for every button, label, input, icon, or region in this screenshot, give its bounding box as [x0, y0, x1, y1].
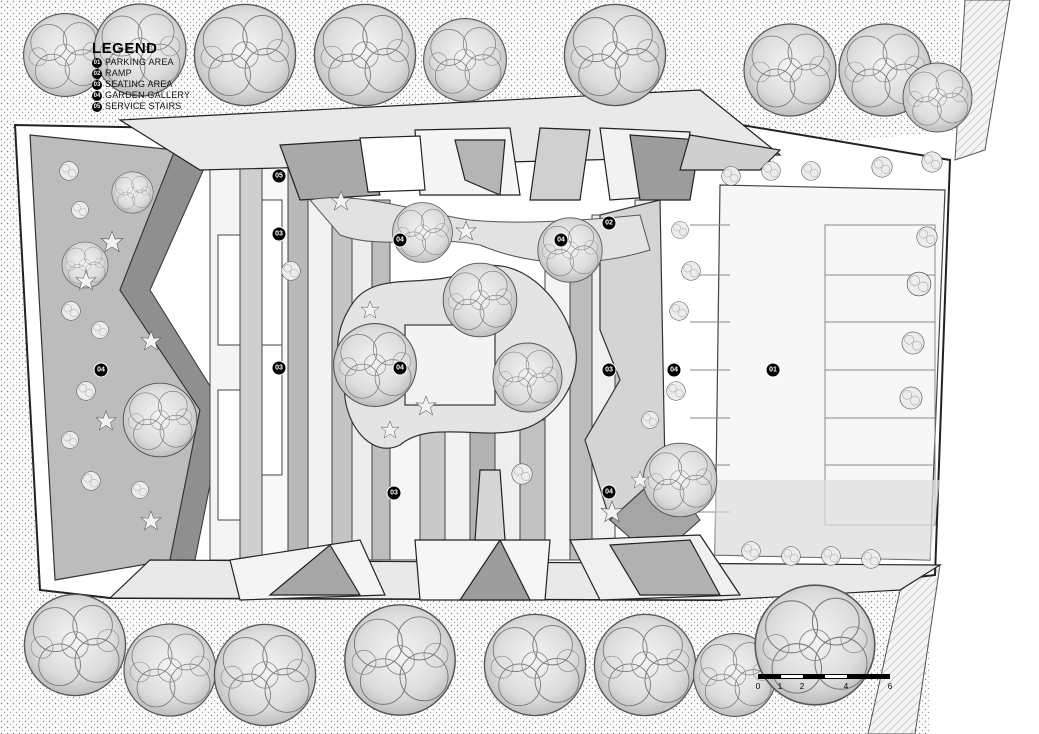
- scale-label: 2: [799, 682, 805, 691]
- north-canopy: [118, 89, 782, 201]
- south-canopy: [108, 469, 943, 601]
- legend-label: SEATING AREA: [105, 79, 173, 89]
- scale-bar-graphic: [758, 674, 890, 679]
- legend-number: 01: [92, 57, 102, 68]
- scale-segment: [759, 675, 781, 678]
- tag-seating-area: 03: [601, 362, 617, 378]
- tag-garden-gallery: 04: [666, 362, 682, 378]
- tag-parking-area: 01: [765, 362, 781, 378]
- legend-item: 03 SEATING AREA: [92, 79, 292, 90]
- legend-item: 05 SERVICE STAIRS: [92, 101, 292, 112]
- scale-label: 4: [843, 682, 849, 691]
- legend-label: GARDEN GALLERY: [105, 90, 191, 100]
- scale-bar: 0 1 2 4 6: [752, 672, 898, 696]
- legend-item: 01 PARKING AREA: [92, 57, 292, 68]
- legend-item: 02 RAMP: [92, 68, 292, 79]
- tag-seating-area: 03: [386, 485, 402, 501]
- legend-title: LEGEND: [92, 40, 158, 57]
- scale-segment: [803, 675, 825, 678]
- legend: LEGEND 01 PARKING AREA 02 RAMP 03 SEATIN…: [92, 40, 292, 112]
- tag-garden-gallery: 04: [93, 362, 109, 378]
- scale-label: 6: [887, 682, 893, 691]
- tag-garden-gallery: 04: [392, 232, 408, 248]
- tag-garden-gallery: 04: [392, 360, 408, 376]
- parking-area: [690, 184, 946, 561]
- scale-label: 0: [755, 682, 761, 691]
- legend-label: RAMP: [105, 68, 132, 78]
- tag-ramp: 02: [601, 215, 617, 231]
- legend-number: 04: [92, 90, 102, 101]
- legend-number: 05: [92, 101, 102, 112]
- scale-label: 1: [777, 682, 783, 691]
- scale-segment: [847, 675, 889, 678]
- legend-number: 02: [92, 68, 102, 79]
- tag-seating-area: 03: [271, 226, 287, 242]
- tag-seating-area: 03: [271, 360, 287, 376]
- legend-label: SERVICE STAIRS: [105, 101, 182, 111]
- legend-item: 04 GARDEN GALLERY: [92, 90, 292, 101]
- legend-label: PARKING AREA: [105, 57, 174, 67]
- legend-number: 03: [92, 79, 102, 90]
- tag-garden-gallery: 04: [601, 484, 617, 500]
- tag-garden-gallery: 04: [553, 232, 569, 248]
- tag-service-stairs: 05: [271, 168, 287, 184]
